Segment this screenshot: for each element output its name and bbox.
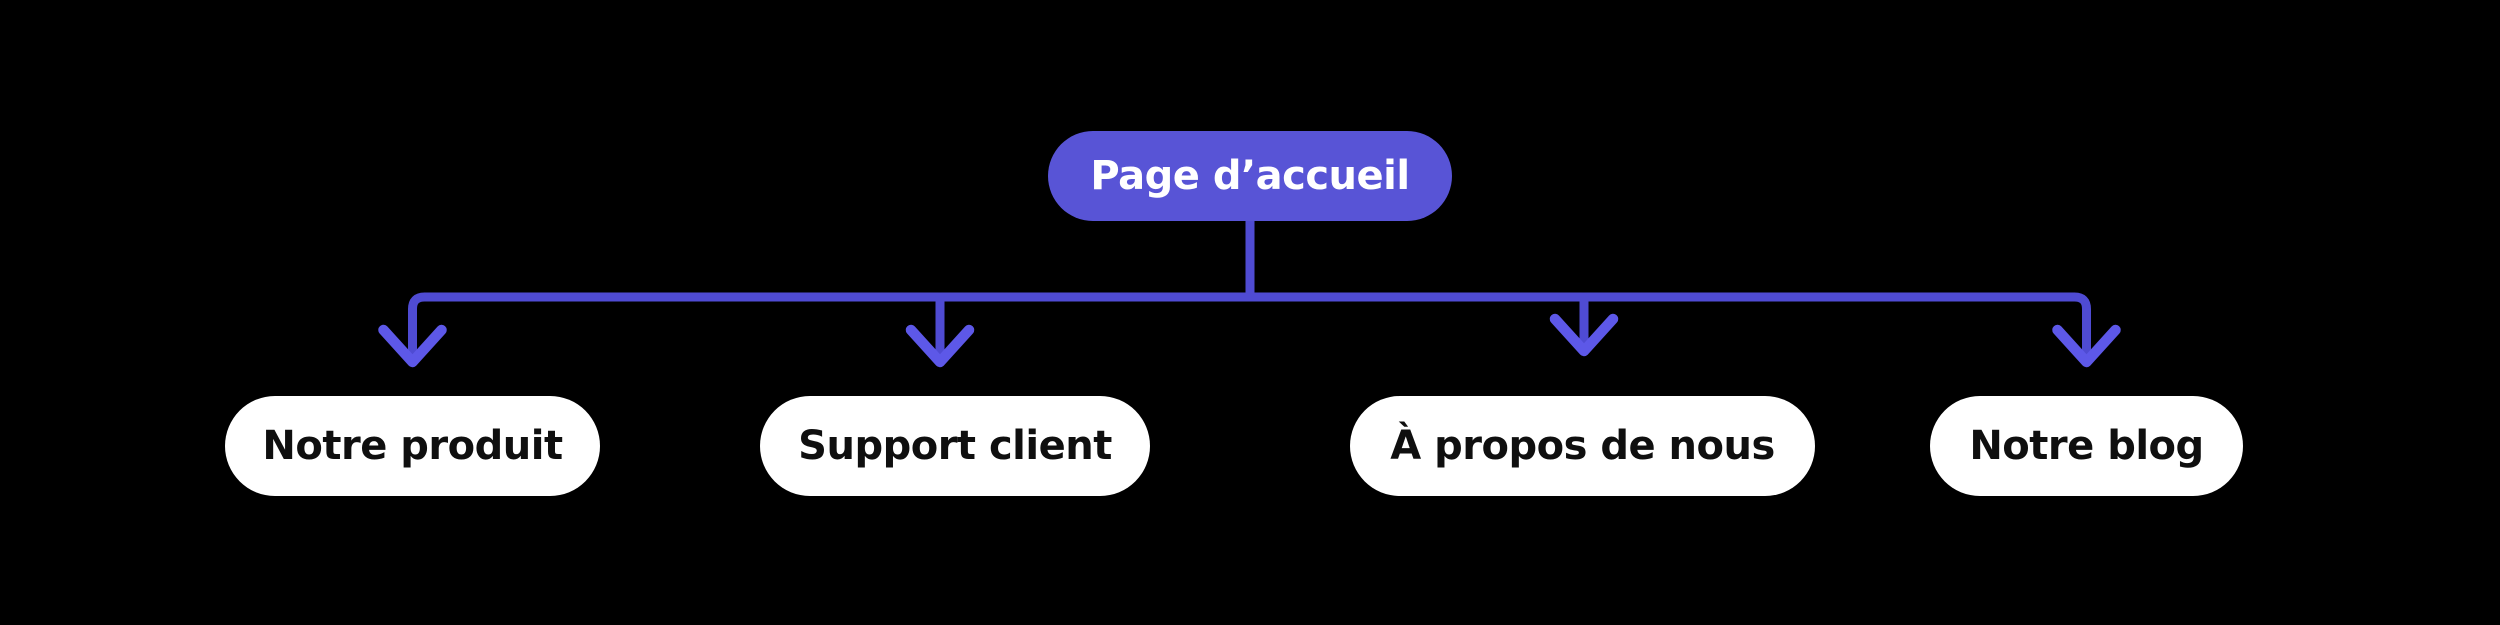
node-our-product-label: Notre produit xyxy=(262,423,563,469)
node-home-label: Page d’accueil xyxy=(1090,153,1410,199)
node-home: Page d’accueil xyxy=(1048,131,1452,221)
node-our-blog-label: Notre blog xyxy=(1969,423,2204,469)
node-customer-support-label: Support client xyxy=(798,423,1112,469)
node-customer-support: Support client xyxy=(760,396,1150,496)
arrow-down-icon xyxy=(905,324,975,368)
node-our-product: Notre produit xyxy=(225,396,600,496)
arrow-down-icon xyxy=(2052,324,2121,368)
arrow-down-icon xyxy=(378,324,447,368)
node-about-us: À propos de nous xyxy=(1350,396,1815,496)
node-about-us-label: À propos de nous xyxy=(1390,423,1775,469)
arrow-down-icon xyxy=(1549,313,1619,357)
connector-rail xyxy=(408,292,2091,361)
node-our-blog: Notre blog xyxy=(1930,396,2243,496)
